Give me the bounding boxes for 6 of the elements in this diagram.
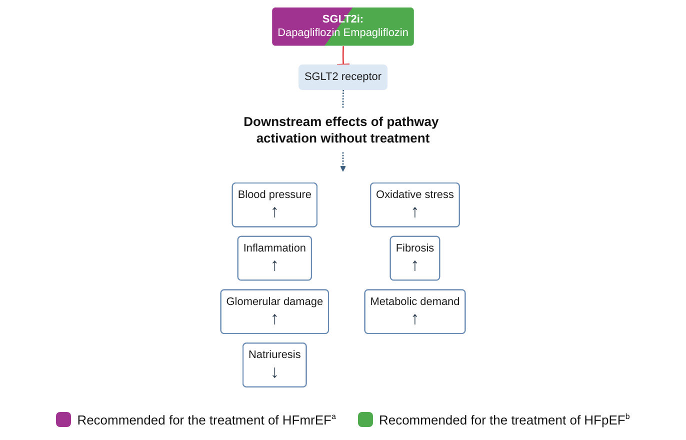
node-text: Downstream effects of pathway activation without treatment <box>244 114 439 146</box>
legend-text: Recommended for the treatment of HFmrEF$^{a}$ <box>77 412 336 428</box>
legend-text: Recommended for the treatment of HFpEF$^{b}$ <box>378 412 630 428</box>
connector <box>336 46 350 66</box>
arrow <box>340 152 346 172</box>
connector <box>342 90 344 109</box>
